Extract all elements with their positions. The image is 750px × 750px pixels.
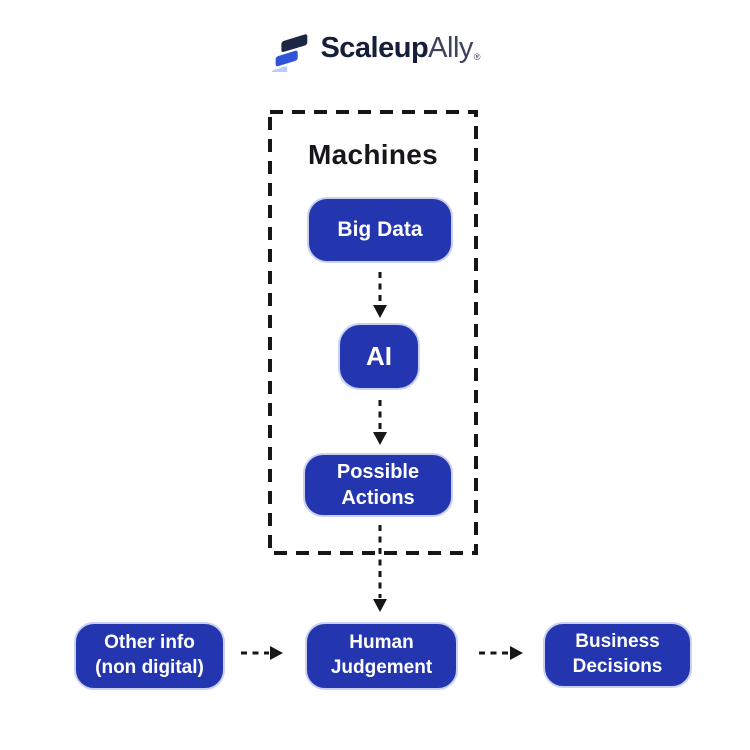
arrow-possible-actions-to-human-judgement xyxy=(373,525,387,612)
brand-name-secondary: Ally xyxy=(428,31,473,64)
registered-trademark-symbol: ® xyxy=(473,51,481,62)
logo-wordmark: Scaleup Ally ® xyxy=(320,31,481,64)
arrow-other-info-to-human-judgement xyxy=(241,646,283,660)
node-big-data: Big Data xyxy=(307,197,453,263)
scaleupally-logo-icon xyxy=(272,34,308,72)
node-other-info: Other info (non digital) xyxy=(74,622,225,690)
node-ai: AI xyxy=(338,323,420,390)
arrow-human-judgement-to-business-decisions xyxy=(479,646,523,660)
scaleupally-logo: Scaleup Ally ® xyxy=(0,22,750,74)
node-business-decisions: Business Decisions xyxy=(543,622,692,688)
node-possible-actions: Possible Actions xyxy=(303,453,453,517)
brand-name-primary: Scaleup xyxy=(320,31,429,64)
arrow-ai-to-possible-actions xyxy=(373,400,387,445)
machines-group-title: Machines xyxy=(308,139,438,170)
node-human-judgement: Human Judgement xyxy=(305,622,458,690)
arrow-bigdata-to-ai xyxy=(373,272,387,318)
